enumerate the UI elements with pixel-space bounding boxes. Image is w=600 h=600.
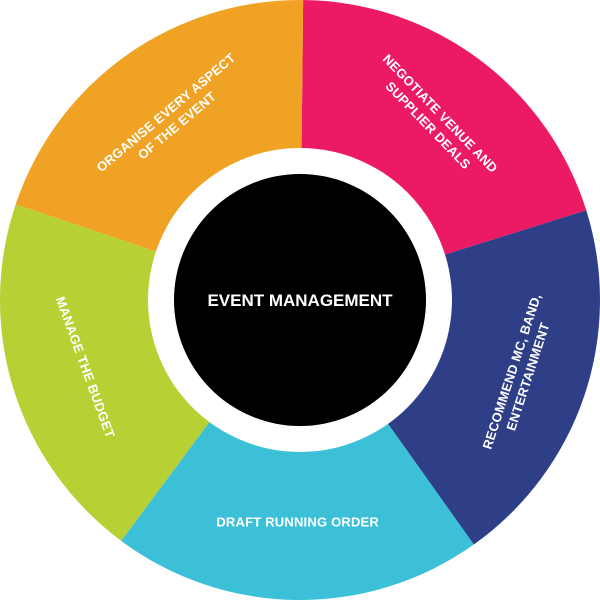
center-label: EVENT MANAGEMENT (207, 291, 393, 310)
wheel-segment-label-3: DRAFT RUNNING ORDER (216, 514, 379, 529)
wheel-segment-label-line: DRAFT RUNNING ORDER (216, 514, 379, 529)
center-disc (174, 174, 426, 426)
